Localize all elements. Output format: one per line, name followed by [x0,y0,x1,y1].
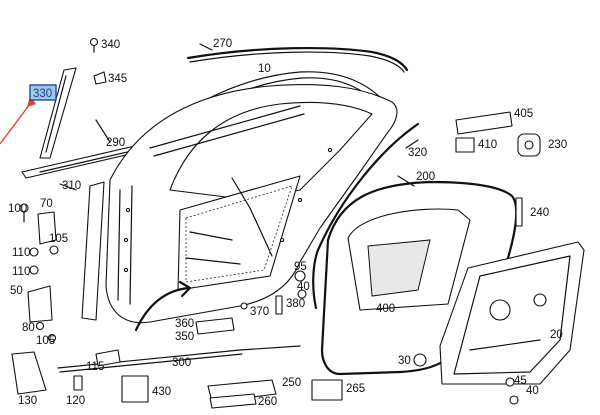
callout-380: 380 [286,298,305,310]
annotation-arrow-head [27,96,36,107]
callout-30: 30 [398,355,411,367]
callout-270: 270 [213,38,232,50]
callout-400: 400 [376,303,395,315]
callout-110a: 110 [12,247,30,259]
seal-strip-320 [312,122,420,310]
callout-labels: 340 345 270 10 290 405 410 230 320 310 2… [8,38,567,408]
leader-lines [59,43,419,191]
callout-300: 300 [172,357,191,369]
callout-10: 10 [258,63,271,75]
direction-arrow [134,286,190,332]
callout-310: 310 [62,180,81,192]
callout-240: 240 [530,207,549,219]
callout-230: 230 [548,139,567,151]
callout-360: 360 [175,318,194,330]
roof-molding-270 [186,46,409,72]
callout-105b: 105 [36,335,55,347]
callout-95: 95 [294,261,307,273]
callout-70: 70 [40,198,53,210]
callout-370: 370 [250,306,269,318]
callout-120: 120 [66,395,85,407]
callout-45: 45 [514,375,527,387]
callout-260: 260 [258,396,277,408]
callout-290: 290 [106,137,125,149]
door-shell [105,84,398,324]
callout-265: 265 [346,383,365,395]
callout-410: 410 [478,139,497,151]
callout-20: 20 [550,329,563,341]
callout-320: 320 [408,147,427,159]
callout-115: 115 [86,361,104,373]
callout-200: 200 [416,171,435,183]
callout-105a: 105 [49,233,68,245]
window-trim-330 [39,67,77,159]
highlight-box-330 [29,84,57,101]
callout-350: 350 [175,331,194,343]
callout-100: 100 [8,203,27,215]
callout-330: 330 [33,88,52,100]
callout-80: 80 [22,322,35,334]
annotation-arrow [0,103,31,145]
callout-340: 340 [101,39,120,51]
callout-405: 405 [514,108,533,120]
callout-110b: 110 [12,266,30,278]
callout-130: 130 [18,395,37,407]
callout-430: 430 [152,386,171,398]
door-seal-310 [81,181,105,321]
callout-40: 40 [297,281,310,293]
callout-345: 345 [108,73,127,85]
inner-trim-panel-20 [439,241,585,385]
callout-40b: 40 [526,385,539,397]
callout-50: 50 [10,285,23,297]
small-parts [11,37,541,409]
callout-250: 250 [282,377,301,389]
